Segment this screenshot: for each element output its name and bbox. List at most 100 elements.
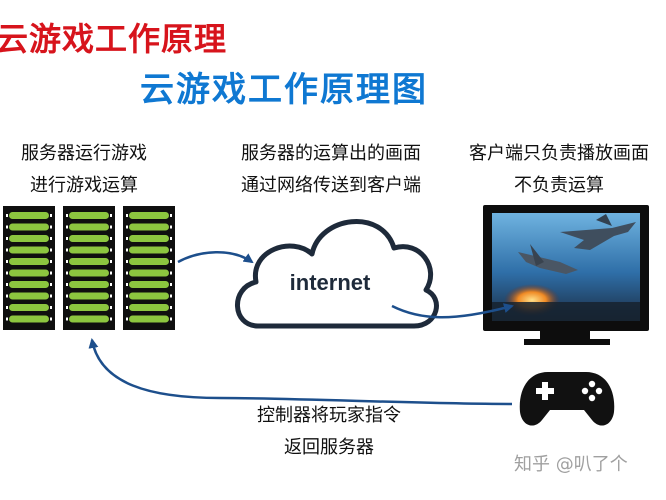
server-led xyxy=(110,271,112,275)
server-led xyxy=(110,306,112,309)
server-led xyxy=(66,294,68,298)
server-slot xyxy=(9,292,49,300)
server-caption-line-2: 进行游戏运算 xyxy=(30,175,138,196)
server-slot xyxy=(129,223,169,231)
server-slot xyxy=(129,304,169,311)
server-led xyxy=(50,214,52,217)
server-led xyxy=(170,225,172,229)
title-red: 云游戏工作原理 xyxy=(0,20,228,58)
server-led xyxy=(6,248,8,252)
server-led xyxy=(50,260,52,263)
server-slot xyxy=(9,212,49,219)
server-led xyxy=(170,317,172,321)
server-slot xyxy=(9,304,49,311)
client-caption-line-2: 不负责运算 xyxy=(514,175,604,196)
server-led xyxy=(110,294,112,298)
server-slot xyxy=(9,281,49,288)
server-led xyxy=(126,283,128,286)
server-led xyxy=(66,237,68,240)
server-led xyxy=(110,260,112,263)
server-led xyxy=(6,225,8,229)
server-led xyxy=(110,225,112,229)
client-caption: 客户端只负责播放画面 不负责运算 xyxy=(452,138,666,202)
server-led xyxy=(6,283,8,286)
cloud-icon xyxy=(235,219,439,329)
watermark: 知乎 @叭了个 xyxy=(514,454,628,475)
server-led xyxy=(170,260,172,263)
server-slot xyxy=(129,258,169,265)
server-led xyxy=(170,214,172,217)
server-led xyxy=(170,283,172,286)
server-led xyxy=(50,271,52,275)
server-led xyxy=(110,214,112,217)
server-led xyxy=(170,294,172,298)
server-slot xyxy=(9,223,49,231)
server-led xyxy=(50,294,52,298)
server-slot xyxy=(129,281,169,288)
server-slot xyxy=(129,212,169,219)
server-caption: 服务器运行游戏 进行游戏运算 xyxy=(4,138,164,202)
server-led xyxy=(66,225,68,229)
server-led xyxy=(126,317,128,321)
server-led xyxy=(6,214,8,217)
server-led xyxy=(6,306,8,309)
server-slot xyxy=(69,292,109,300)
server-led xyxy=(170,271,172,275)
plane-image xyxy=(518,214,636,274)
server-slot xyxy=(69,223,109,231)
server-slot xyxy=(129,235,169,242)
client-caption-line-1: 客户端只负责播放画面 xyxy=(469,143,649,164)
controller-caption: 控制器将玩家指令 返回服务器 xyxy=(214,400,444,464)
server-led xyxy=(66,260,68,263)
server-slot xyxy=(69,258,109,265)
server-slot xyxy=(9,269,49,277)
server-led xyxy=(50,248,52,252)
server-slot xyxy=(9,258,49,265)
server-slot xyxy=(129,315,169,323)
server-led xyxy=(110,237,112,240)
server-slot xyxy=(69,315,109,323)
server-led xyxy=(110,283,112,286)
controller-caption-line-1: 控制器将玩家指令 xyxy=(257,405,401,426)
server-slot xyxy=(9,315,49,323)
server-slot xyxy=(69,212,109,219)
gamepad-icon xyxy=(519,372,615,426)
network-caption-line-1: 服务器的运算出的画面 xyxy=(241,143,421,164)
server-slot xyxy=(69,235,109,242)
server-led xyxy=(126,271,128,275)
controller-to-server-arrow xyxy=(88,338,513,406)
server-to-cloud-arrow xyxy=(177,251,254,264)
server-led xyxy=(50,225,52,229)
controller-caption-line-2: 返回服务器 xyxy=(284,437,374,458)
server-slot xyxy=(69,304,109,311)
server-led xyxy=(6,237,8,240)
server-led xyxy=(50,283,52,286)
server-slot xyxy=(69,281,109,288)
server-slot xyxy=(9,235,49,242)
server-caption-line-1: 服务器运行游戏 xyxy=(21,143,147,164)
server-led xyxy=(6,294,8,298)
diagram-title: 云游戏工作原理图 xyxy=(140,70,428,110)
network-caption: 服务器的运算出的画面 通过网络传送到客户端 xyxy=(208,138,454,202)
server-led xyxy=(126,294,128,298)
server-led xyxy=(66,214,68,217)
server-led xyxy=(66,317,68,321)
server-slot xyxy=(69,246,109,254)
server-led xyxy=(50,237,52,240)
server-led xyxy=(50,306,52,309)
internet-label: internet xyxy=(290,270,371,295)
server-slot xyxy=(69,269,109,277)
server-led xyxy=(66,248,68,252)
server-slot xyxy=(129,246,169,254)
server-led xyxy=(170,237,172,240)
server-led xyxy=(66,271,68,275)
server-led xyxy=(126,225,128,229)
server-led xyxy=(170,306,172,309)
network-caption-line-2: 通过网络传送到客户端 xyxy=(241,175,421,196)
server-led xyxy=(6,260,8,263)
server-led xyxy=(110,317,112,321)
server-led xyxy=(126,306,128,309)
server-led xyxy=(6,271,8,275)
server-slot xyxy=(129,292,169,300)
